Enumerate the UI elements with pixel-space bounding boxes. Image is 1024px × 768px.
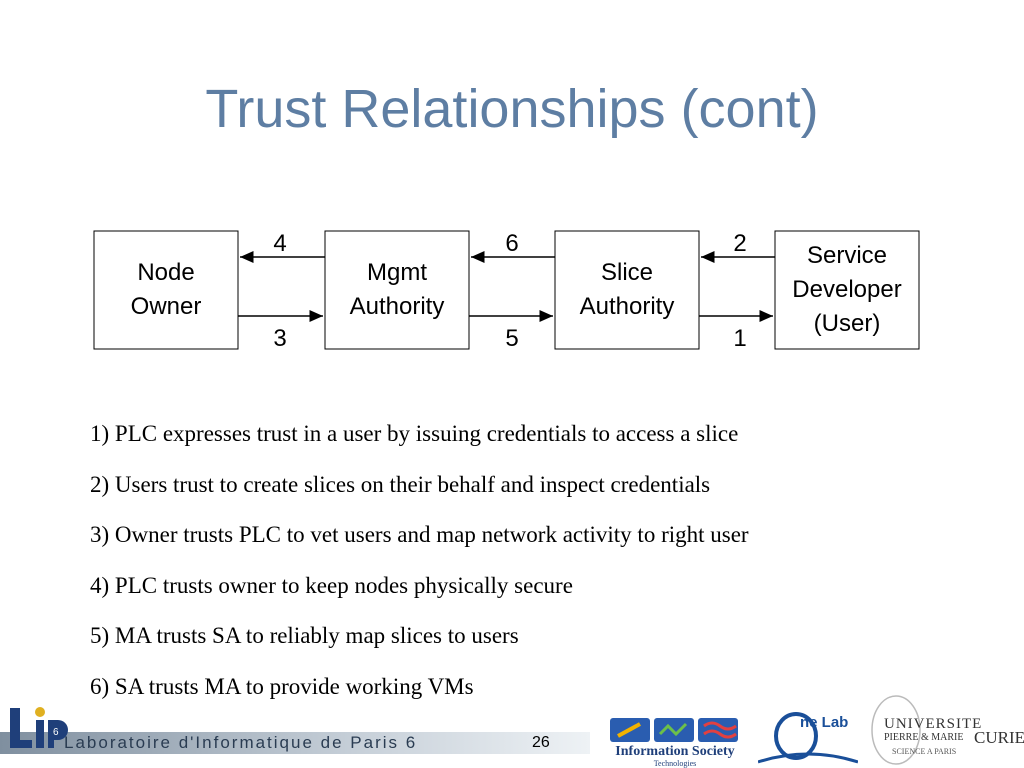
- edge-label-2: 2: [733, 230, 747, 257]
- mgmt-authority-box: [324, 230, 470, 350]
- node-owner-label: Node Owner: [130, 259, 202, 320]
- slice-authority-label: Slice Authority: [579, 259, 675, 320]
- edge-label-4: 4: [273, 230, 287, 257]
- note-item: 5) MA trusts SA to reliably map slices t…: [90, 623, 519, 648]
- footer-bar: [0, 732, 590, 754]
- svg-text:6: 6: [53, 727, 59, 738]
- note-item: 1) PLC expresses trust in a user by issu…: [90, 421, 739, 446]
- slice-authority-box: [554, 230, 700, 350]
- slide-title: Trust Relationships (cont): [205, 79, 819, 139]
- edge-label-1: 1: [733, 325, 747, 352]
- node-owner-box: [93, 230, 239, 350]
- trust-notes-list: 1) PLC expresses trust in a user by issu…: [90, 418, 749, 721]
- lab-name: Laboratoire d'Informatique de Paris 6: [64, 733, 418, 752]
- upmc-curie-text: CURIE: [974, 728, 1024, 747]
- edge-label-6: 6: [505, 230, 519, 257]
- note-item: 3) Owner trusts PLC to vet users and map…: [90, 522, 749, 547]
- upmc-university-text: UNIVERSITE: [884, 716, 983, 732]
- edge-label-3: 3: [273, 325, 287, 352]
- edge-label-5: 5: [505, 325, 519, 352]
- lip6-logo-icon: 6: [10, 707, 68, 748]
- upmc-logo-icon: [871, 695, 921, 765]
- information-society-subtext: Technologies: [653, 759, 697, 768]
- note-item: 2) Users trust to create slices on their…: [90, 471, 711, 497]
- onelab-logo-icon: [758, 712, 858, 764]
- information-society-logo-icon: [610, 718, 738, 742]
- onelab-text: ne Lab: [800, 714, 849, 731]
- note-item: 4) PLC trusts owner to keep nodes physic…: [90, 572, 573, 598]
- information-society-text: Information Society: [615, 744, 735, 759]
- trust-diagram: [93, 230, 920, 350]
- upmc-science-text: SCIENCE A PARIS: [892, 747, 957, 756]
- slide-number: 26: [532, 734, 550, 751]
- service-developer-label: Service Developer (User): [792, 242, 902, 337]
- mgmt-authority-label: Mgmt Authority: [349, 259, 445, 320]
- upmc-name-text: PIERRE & MARIE: [884, 732, 964, 743]
- service-developer-box: [774, 230, 920, 350]
- note-item: 6) SA trusts MA to provide working VMs: [90, 673, 474, 699]
